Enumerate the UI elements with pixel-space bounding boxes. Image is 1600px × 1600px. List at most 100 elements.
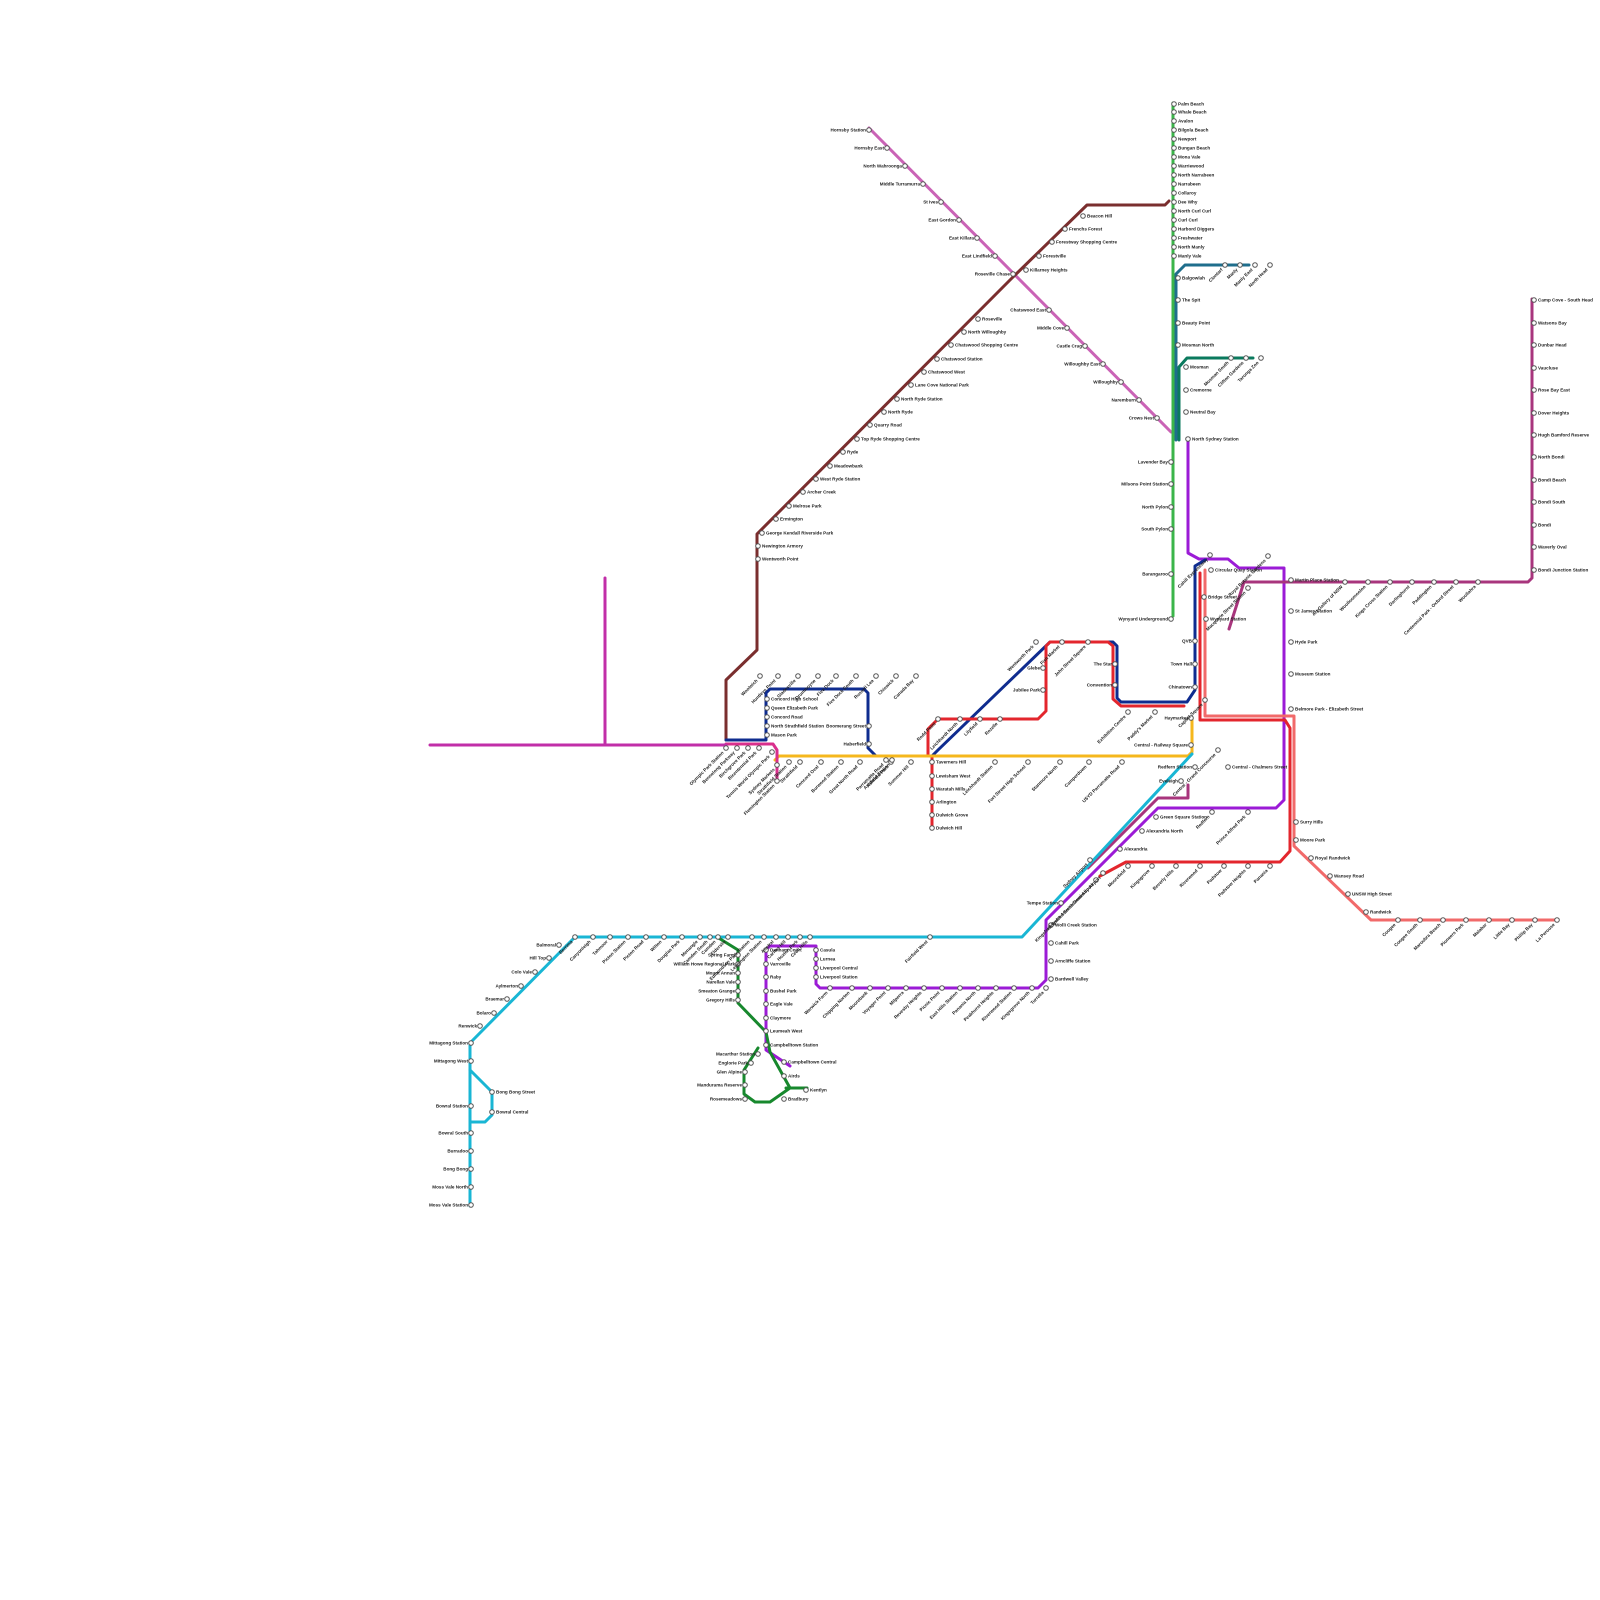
station-label[interactable]: Roseville Chase xyxy=(975,272,1011,277)
station-marker[interactable] xyxy=(1062,226,1068,232)
station-marker[interactable] xyxy=(1363,909,1369,915)
station-label-rotated[interactable]: Darlinghurst xyxy=(1388,584,1411,607)
station-label[interactable]: Chatswood West xyxy=(928,370,965,375)
station-marker[interactable] xyxy=(1171,253,1177,259)
station-marker[interactable] xyxy=(1010,271,1016,277)
station-label[interactable]: Middle Turramurra xyxy=(880,182,921,187)
station-label[interactable]: Hornsby Station xyxy=(831,128,867,133)
station-marker[interactable] xyxy=(735,952,741,958)
station-marker[interactable] xyxy=(477,1023,483,1029)
station-marker[interactable] xyxy=(997,716,1003,722)
station-label-rotated[interactable]: Chiswick xyxy=(877,678,895,696)
station-marker[interactable] xyxy=(1185,436,1191,442)
station-marker[interactable] xyxy=(643,934,649,940)
station-marker[interactable] xyxy=(735,979,741,985)
station-label[interactable]: Top Ryde Shopping Centre xyxy=(861,437,920,442)
station-marker[interactable] xyxy=(1531,499,1537,505)
station-marker[interactable] xyxy=(1139,828,1145,834)
station-label[interactable]: Haymarket xyxy=(1165,716,1189,721)
station-marker[interactable] xyxy=(679,934,685,940)
station-marker[interactable] xyxy=(518,983,524,989)
station-label[interactable]: North Sydney Station xyxy=(1192,437,1239,442)
station-label[interactable]: Frenchs Forest xyxy=(1069,227,1103,232)
station-label[interactable]: Collaroy xyxy=(1178,191,1197,196)
station-marker[interactable] xyxy=(1192,661,1198,667)
station-marker[interactable] xyxy=(853,673,859,679)
station-marker[interactable] xyxy=(572,934,578,940)
station-marker[interactable] xyxy=(1153,814,1159,820)
station-label[interactable]: Mosman xyxy=(1190,365,1209,370)
station-marker[interactable] xyxy=(1175,320,1181,326)
station-marker[interactable] xyxy=(884,145,890,151)
station-label[interactable]: Moss Vale Station xyxy=(429,1203,468,1208)
station-marker[interactable] xyxy=(1192,638,1198,644)
station-label[interactable]: Dunbar Head xyxy=(1538,343,1567,348)
station-marker[interactable] xyxy=(1168,571,1174,577)
station-label[interactable]: Bowral Central xyxy=(496,1110,528,1115)
station-marker[interactable] xyxy=(1136,397,1142,403)
station-marker[interactable] xyxy=(1554,917,1560,923)
station-label[interactable]: Braemar xyxy=(485,997,504,1002)
station-label-rotated[interactable]: Coogee xyxy=(1381,922,1397,938)
station-marker[interactable] xyxy=(1168,459,1174,465)
station-label[interactable]: Surry Hills xyxy=(1300,820,1323,825)
station-marker[interactable] xyxy=(1125,863,1131,869)
station-marker[interactable] xyxy=(748,1060,754,1066)
station-marker[interactable] xyxy=(1453,579,1459,585)
station-marker[interactable] xyxy=(1531,567,1537,573)
station-marker[interactable] xyxy=(908,382,914,388)
station-marker[interactable] xyxy=(1168,481,1174,487)
station-marker[interactable] xyxy=(1531,365,1537,371)
station-marker[interactable] xyxy=(1183,387,1189,393)
station-marker[interactable] xyxy=(1025,759,1031,765)
station-label[interactable]: Lavender Bay xyxy=(1138,460,1169,465)
station-label[interactable]: Bondi Junction Station xyxy=(1538,568,1588,573)
station-marker[interactable] xyxy=(773,934,779,940)
station-label[interactable]: Hugh Bamford Reserve xyxy=(1538,433,1589,438)
station-marker[interactable] xyxy=(975,985,981,991)
station-label[interactable]: Dulwich Hill xyxy=(936,826,962,831)
station-label[interactable]: Museum Station xyxy=(1295,672,1331,677)
station-marker[interactable] xyxy=(881,409,887,415)
station-marker[interactable] xyxy=(504,996,510,1002)
station-marker[interactable] xyxy=(854,436,860,442)
station-marker[interactable] xyxy=(1100,361,1106,367)
station-marker[interactable] xyxy=(1475,579,1481,585)
station-label[interactable]: Green Square Station xyxy=(1160,815,1207,820)
station-label[interactable]: North Curl Curl xyxy=(1178,209,1211,214)
station-label-rotated[interactable]: Wilton xyxy=(649,939,663,953)
station-marker[interactable] xyxy=(774,778,780,784)
station-marker[interactable] xyxy=(735,997,741,1003)
station-label[interactable]: Curl Curl xyxy=(1178,218,1198,223)
station-marker[interactable] xyxy=(1033,639,1039,645)
station-marker[interactable] xyxy=(1345,891,1351,897)
station-label[interactable]: Forestway Shopping Centre xyxy=(1056,240,1117,245)
station-label[interactable]: Arlington xyxy=(936,800,957,805)
station-marker[interactable] xyxy=(1531,454,1537,460)
station-marker[interactable] xyxy=(974,235,980,241)
station-label[interactable]: Bong Bong xyxy=(443,1167,468,1172)
station-marker[interactable] xyxy=(1531,522,1537,528)
station-marker[interactable] xyxy=(908,759,914,765)
station-label[interactable]: Bowral Station xyxy=(436,1104,468,1109)
station-marker[interactable] xyxy=(786,759,792,765)
station-label-rotated[interactable]: USYD Parramatta Road xyxy=(1081,764,1121,804)
station-marker[interactable] xyxy=(764,723,770,729)
station-marker[interactable] xyxy=(1048,958,1054,964)
station-marker[interactable] xyxy=(827,985,833,991)
station-marker[interactable] xyxy=(992,253,998,259)
station-marker[interactable] xyxy=(1058,900,1064,906)
station-label[interactable]: Bilgola Beach xyxy=(1178,128,1209,133)
station-label[interactable]: Wansey Road xyxy=(1334,874,1364,879)
station-marker[interactable] xyxy=(1463,917,1469,923)
station-marker[interactable] xyxy=(889,757,895,763)
station-marker[interactable] xyxy=(1171,172,1177,178)
station-label[interactable]: Ryde xyxy=(847,450,859,455)
station-marker[interactable] xyxy=(1046,307,1052,313)
station-marker[interactable] xyxy=(735,988,741,994)
station-label[interactable]: Waratah Mills xyxy=(936,787,966,792)
station-marker[interactable] xyxy=(803,1087,809,1093)
station-marker[interactable] xyxy=(1531,387,1537,393)
station-marker[interactable] xyxy=(763,1042,769,1048)
station-label[interactable]: Middle Cove xyxy=(1037,326,1065,331)
